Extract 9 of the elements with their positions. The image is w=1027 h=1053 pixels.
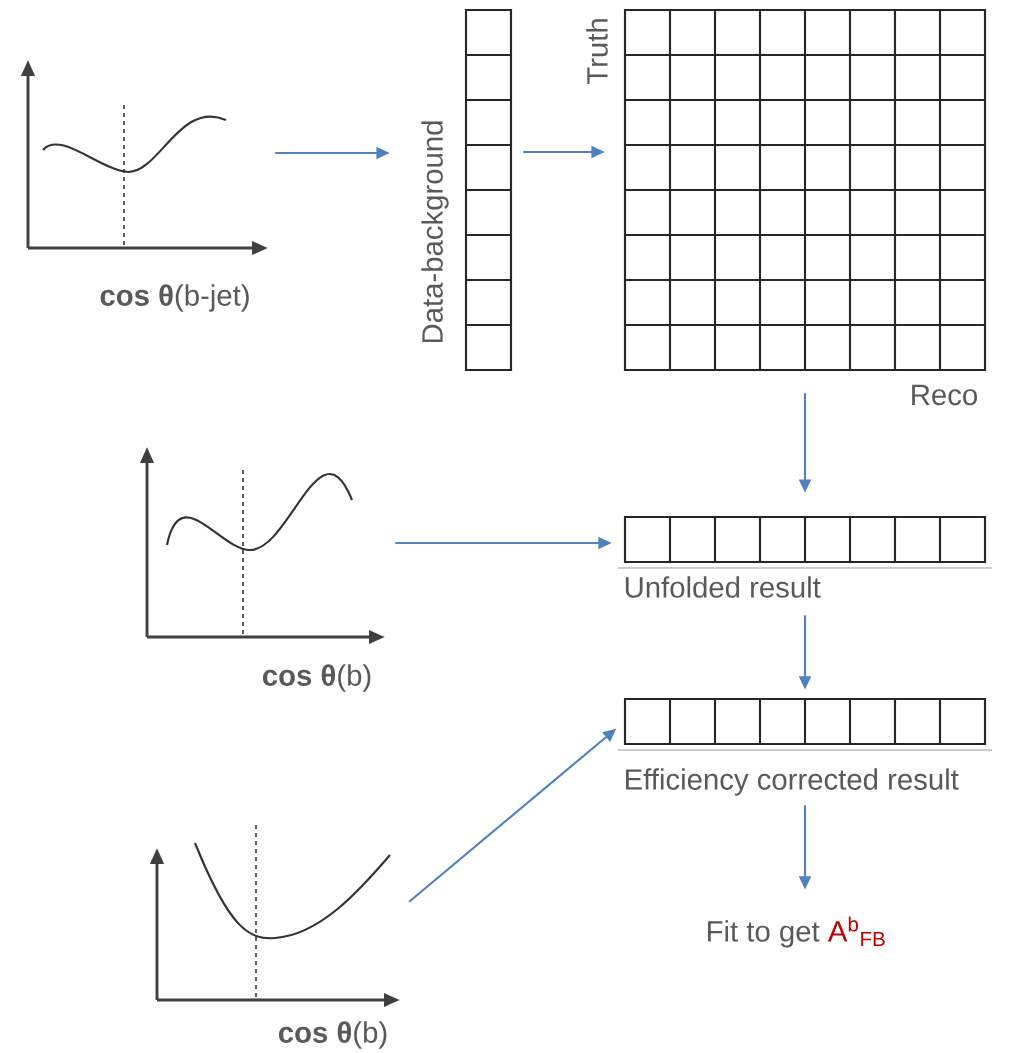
axis-label: cos θ(b-jet): [100, 284, 249, 312]
result-label: Efficiency corrected result: [626, 768, 959, 796]
axis-label: cos θ(b): [262, 664, 371, 692]
axis-label: Reco: [912, 384, 977, 406]
result-label: Unfolded result: [625, 576, 821, 598]
axis-label: Data-background: [421, 121, 449, 343]
result-text: Fit to get A$^{b}$FB: [708, 916, 885, 948]
axis-label: cos θ(b): [278, 1021, 387, 1049]
axis-label: Truth: [586, 19, 608, 84]
